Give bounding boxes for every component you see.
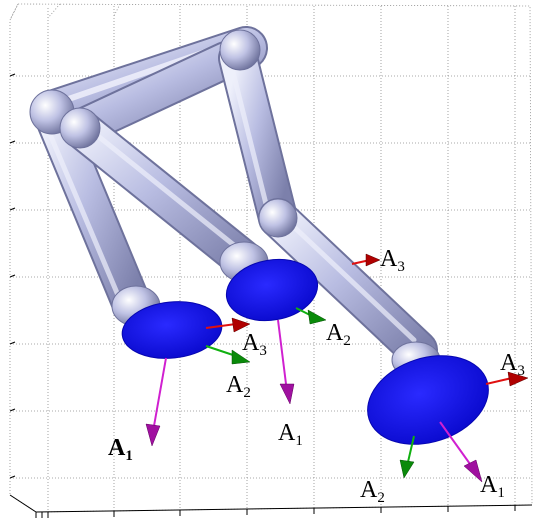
label-upper-a3: A3 <box>380 246 405 275</box>
cone-arrowhead-icon <box>365 253 381 267</box>
disc-middle <box>225 258 319 322</box>
joint-upper-second <box>59 107 101 149</box>
label-left-a3: A3 <box>242 330 267 359</box>
joint-upper-right <box>219 29 261 71</box>
cone-arrowhead-icon <box>507 371 529 387</box>
axis-labels: A3 A3 A2 A1 A2 A1 A3 A2 A1 <box>108 246 525 506</box>
arrow-right-a2 <box>407 435 415 463</box>
arrow-left-a3 <box>205 323 237 329</box>
cone-arrowhead-icon <box>145 423 161 447</box>
arrow-right-a1 <box>439 421 471 465</box>
cone-arrowhead-icon <box>279 383 295 405</box>
arrow-left-a1 <box>153 357 167 427</box>
cone-arrowhead-icon <box>231 317 251 333</box>
disc-right <box>367 355 489 445</box>
cone-arrowhead-icon <box>399 459 415 479</box>
robot-links <box>30 26 438 370</box>
cone-arrowhead-icon <box>463 459 483 483</box>
arrow-left-a2 <box>205 345 237 357</box>
axis-ticks <box>9 73 533 518</box>
label-left-a2: A2 <box>226 372 251 401</box>
robot-discs <box>121 258 489 445</box>
arrow-right-a3 <box>485 377 513 385</box>
joint-right-knee <box>258 198 298 238</box>
arrow-middle-a1 <box>277 319 287 385</box>
label-middle-a2: A2 <box>326 320 351 349</box>
cone-arrowhead-icon <box>231 349 251 365</box>
label-middle-a1: A1 <box>278 420 303 449</box>
cone-arrowhead-icon <box>307 309 327 325</box>
label-right-a1: A1 <box>480 472 505 501</box>
label-right-a3: A3 <box>500 350 525 379</box>
axis-arrows <box>145 253 529 483</box>
disc-left <box>121 301 223 359</box>
label-right-a2: A2 <box>360 477 385 506</box>
label-left-a1: A1 <box>108 435 133 464</box>
